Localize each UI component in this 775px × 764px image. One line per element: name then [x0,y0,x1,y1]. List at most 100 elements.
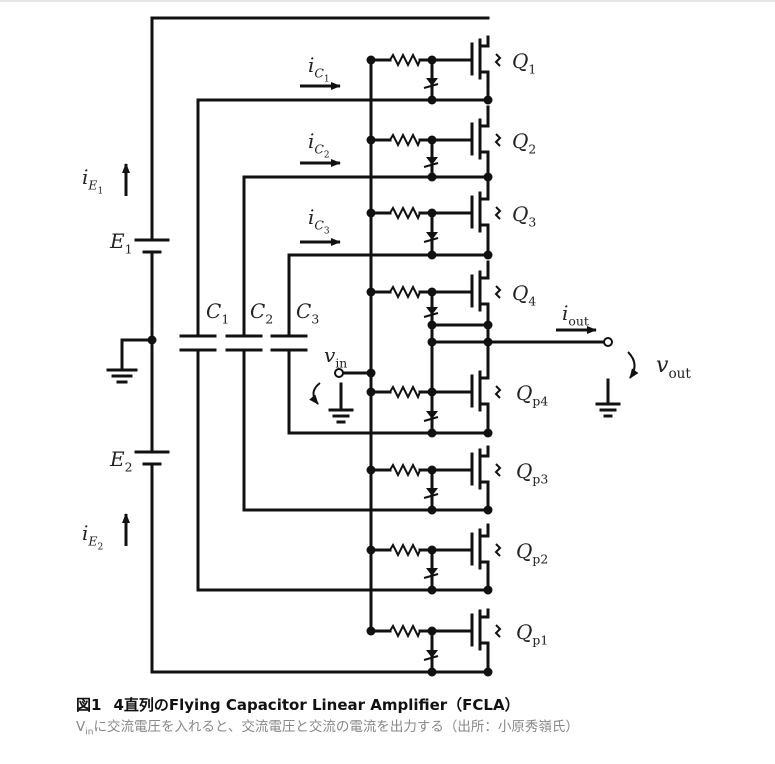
gate-zener-bar [423,655,439,661]
ground-icon [106,368,138,384]
gate-zener-diode [426,232,438,240]
gate-zener-diode [426,307,438,315]
gate-zener-bar [423,416,439,422]
junction-dot [366,368,376,378]
figure-caption: 図1 4直列のFlying Capacitor Linear Amplifier（… [76,694,766,738]
capacitor-c1-label: C1 [206,299,229,327]
gate-zener-bar [423,573,439,579]
gate-zener-diode [426,568,438,576]
transistor-label-q4: Q4 [512,281,536,309]
transistor-label-qp2: Qp2 [516,539,548,567]
gate-resistor [389,52,421,68]
junction-dot [427,250,437,260]
gate-resistor [389,384,421,400]
mosfet-body-diode [494,624,502,638]
figure-number: 図1 [76,696,102,714]
current-ic3-label: iC3 [308,205,330,237]
input-vin-label: vin [324,343,347,371]
capacitor-c2-top-wire [242,175,490,338]
vin-polarity-arrow [309,382,321,405]
figure-subtitle: Vinに交流電圧を入れると、交流電圧と交流の電流を出力する（出所：小原秀嶺氏） [76,716,766,738]
gate-zener-bar [423,162,439,168]
junction-dot [427,428,437,438]
transistor-label-q3: Q3 [512,202,536,230]
source-loop-bottom [150,462,490,674]
mosfet-terminals [478,534,490,564]
current-ie1-label: iE1 [82,165,103,197]
junction-dot [147,335,157,345]
mosfet-terminals [478,44,490,74]
vout-terminal [603,337,613,347]
top-divider [0,0,775,2]
mosfet-terminals [478,376,490,406]
mosfet-terminals [478,276,490,306]
gate-zener-diode [426,650,438,658]
current-ie2-label: iE2 [82,521,103,553]
mosfet-terminals [478,615,490,645]
gate-resistor [389,462,421,478]
mosfet-body-diode [494,463,502,477]
mosfet-terminals [478,124,490,154]
capacitor-c1-top-wire [196,98,490,338]
gate-zener-bar [423,493,439,499]
circuit-wires [120,16,606,677]
transistor-label-q2: Q2 [512,129,536,157]
gate-resistor [389,542,421,558]
source-loop-top [150,16,490,242]
capacitor-c3-bottom-wire [287,348,490,435]
figure-title-text: 4直列のFlying Capacitor Linear Amplifier（FC… [113,696,520,714]
gate-resistor [389,284,421,300]
figure-title: 図1 4直列のFlying Capacitor Linear Amplifier（… [76,694,766,716]
junction-dot [427,667,437,677]
mosfet-body-diode [494,385,502,399]
gate-zener-bar [423,237,439,243]
transistor-label-qp3: Qp3 [516,459,548,487]
capacitor-c3-label: C3 [296,299,319,327]
capacitor-c3-top-wire [287,253,490,338]
capacitor-c2-bottom-wire [242,348,490,512]
gate-resistor [389,623,421,639]
transistor-label-q1: Q1 [512,49,536,77]
transistor-label-qp4: Qp4 [516,381,548,409]
mosfet-body-diode [494,53,502,67]
junction-dot [427,585,437,595]
gate-zener-diode [426,488,438,496]
gate-zener-diode [426,78,438,86]
mosfet-terminals [478,454,490,484]
mosfet-body-diode [494,543,502,557]
gate-zener-diode [426,411,438,419]
junction-dot [427,505,437,515]
current-ic2-label: iC2 [308,129,330,161]
transistor-label-qp1: Qp1 [516,620,548,648]
junction-dot [427,337,437,347]
capacitor-c2-label: C2 [250,299,273,327]
mosfet-terminals [478,197,490,227]
vin-ground-icon [328,382,354,424]
mosfet-body-diode [494,133,502,147]
gate-zener-bar [423,83,439,89]
subtitle-variable: V [76,719,86,735]
gate-zener-diode [426,157,438,165]
junction-dot [427,172,437,182]
output-vout-label: vout [656,353,691,382]
gate-resistor [389,132,421,148]
mosfet-body-diode [494,206,502,220]
ground-wire [120,338,154,372]
subtitle-text: に交流電圧を入れると、交流電圧と交流の電流を出力する（出所：小原秀嶺氏） [93,719,579,735]
capacitor-c1-bottom-wire [196,348,490,592]
junction-dot [483,337,493,347]
current-iout-label: iout [562,301,589,329]
vout-ground-icon [595,378,621,418]
subtitle-subscript: in [85,727,94,738]
mosfet-body-diode [494,285,502,299]
vin-terminal [334,368,344,378]
circuit-components [106,38,639,661]
junction-dot [427,95,437,105]
battery-e1-label: E1 [109,229,133,257]
gate-zener-bar [423,312,439,318]
current-ic1-label: iC1 [308,53,330,85]
battery-e2-label: E2 [109,447,133,475]
gate-resistor [389,205,421,221]
